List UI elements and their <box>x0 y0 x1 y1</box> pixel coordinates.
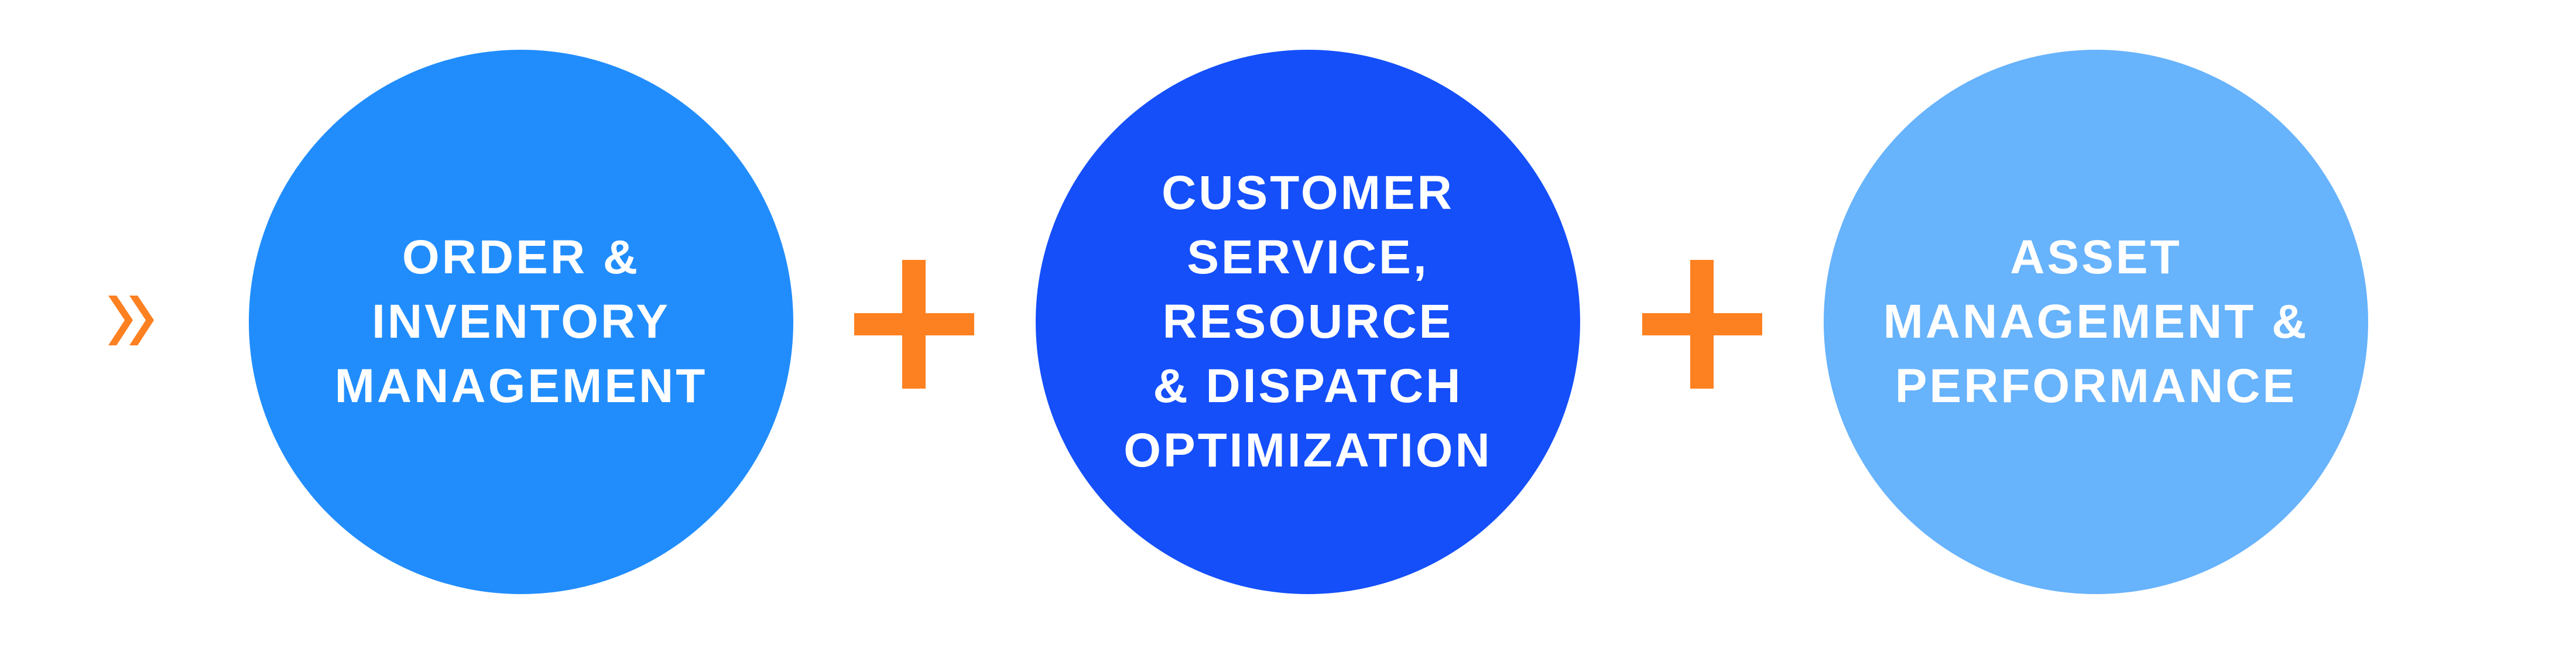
customer-service-dispatch-circle: CUSTOMER SERVICE, RESOURCE & DISPATCH OP… <box>1036 50 1580 594</box>
double-chevron-right-icon <box>108 296 154 345</box>
circle-label: ORDER & INVENTORY MANAGEMENT <box>334 231 708 413</box>
circle-label: CUSTOMER SERVICE, RESOURCE & DISPATCH OP… <box>1123 166 1492 477</box>
plus-icon <box>1642 260 1762 389</box>
asset-management-performance-circle: ASSET MANAGEMENT & PERFORMANCE <box>1824 50 2368 594</box>
plus-icon <box>854 260 974 389</box>
circle-label: ASSET MANAGEMENT & PERFORMANCE <box>1883 231 2309 413</box>
order-inventory-management-circle: ORDER & INVENTORY MANAGEMENT <box>249 50 793 594</box>
